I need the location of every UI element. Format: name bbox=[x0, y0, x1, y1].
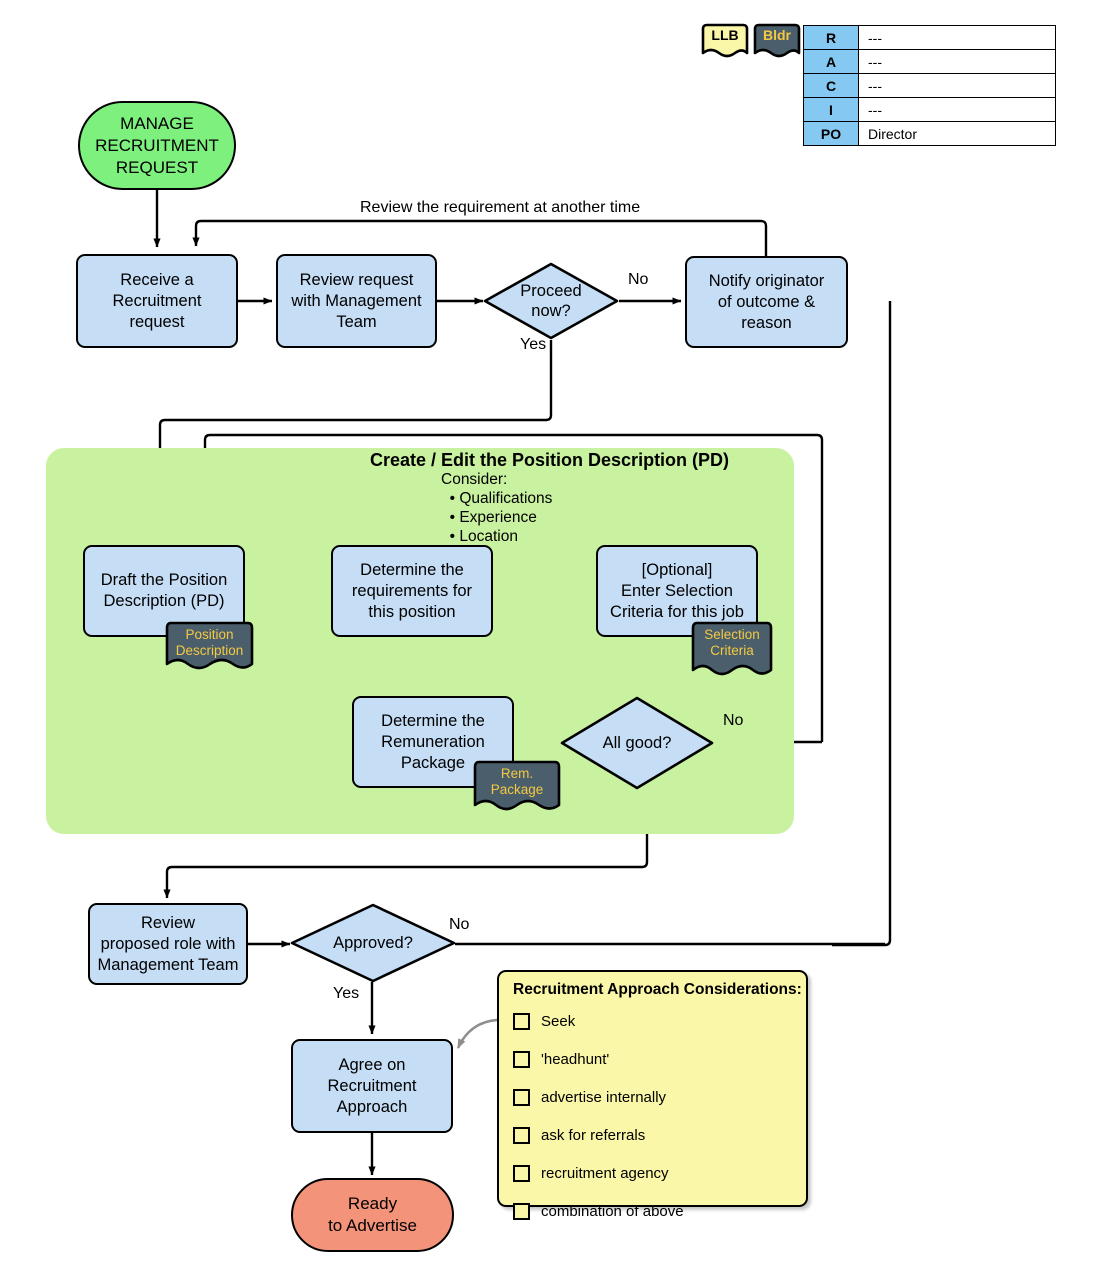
checkbox-combination-of-above[interactable] bbox=[513, 1203, 530, 1220]
node-allgood-label: All good? bbox=[602, 734, 672, 752]
node-determine-req-label: Determine the requirements for this posi… bbox=[351, 560, 473, 621]
node-remuneration-label: Determine the Remuneration Package bbox=[381, 711, 485, 772]
raci-key: A bbox=[803, 49, 859, 74]
node-enter-selection-criteria[interactable]: [Optional] Enter Selection Criteria for … bbox=[596, 545, 758, 637]
node-review-request-with-management-team[interactable]: Review request with Management Team bbox=[276, 254, 437, 348]
node-notify-originator[interactable]: Notify originator of outcome & reason bbox=[685, 256, 848, 348]
edge-label-proceed-no: No bbox=[628, 271, 649, 288]
consider-annotation: Consider: • Qualifications • Experience … bbox=[441, 471, 553, 545]
node-review-mgmt-label: Review request with Management Team bbox=[291, 270, 422, 331]
consideration-label: 'headhunt' bbox=[541, 1051, 610, 1068]
consideration-label: recruitment agency bbox=[541, 1165, 669, 1182]
node-draft-position-description[interactable]: Draft the Position Description (PD) bbox=[83, 545, 245, 637]
table-row: C --- bbox=[803, 73, 1056, 98]
consideration-item-recruitment-agency[interactable]: recruitment agency bbox=[513, 1165, 669, 1182]
node-start-manage-recruitment-request[interactable]: MANAGE RECRUITMENT REQUEST bbox=[78, 101, 236, 190]
legend-note-bldr-label: Bldr bbox=[763, 27, 791, 43]
edge-label-approved-no: No bbox=[449, 916, 470, 933]
checkbox-seek[interactable] bbox=[513, 1013, 530, 1030]
node-decision-approved[interactable]: Approved? bbox=[290, 903, 456, 983]
tag-rem-package: Rem. Package bbox=[472, 759, 562, 817]
recruitment-approach-considerations-box: Recruitment Approach Considerations: See… bbox=[497, 970, 808, 1220]
node-receive-recruitment-request[interactable]: Receive a Recruitment request bbox=[76, 254, 238, 348]
raci-key: PO bbox=[803, 121, 859, 146]
consideration-item-advertise-internally[interactable]: advertise internally bbox=[513, 1089, 666, 1106]
checkbox-headhunt[interactable] bbox=[513, 1051, 530, 1068]
node-approved-label: Approved? bbox=[333, 934, 413, 952]
raci-table: R --- A --- C --- I --- PO Director bbox=[803, 25, 1056, 146]
node-agree-recruitment-approach[interactable]: Agree on Recruitment Approach bbox=[291, 1039, 453, 1133]
table-row: PO Director bbox=[803, 121, 1056, 146]
table-row: A --- bbox=[803, 49, 1056, 74]
consideration-label: combination of above bbox=[541, 1203, 684, 1220]
consideration-label: ask for referrals bbox=[541, 1127, 646, 1144]
node-start-label: MANAGE RECRUITMENT REQUEST bbox=[95, 113, 219, 177]
checkbox-ask-for-referrals[interactable] bbox=[513, 1127, 530, 1144]
raci-value: --- bbox=[858, 25, 1056, 50]
node-agree-label: Agree on Recruitment Approach bbox=[327, 1055, 417, 1116]
node-ready-label: Ready to Advertise bbox=[328, 1194, 417, 1235]
raci-value: Director bbox=[858, 121, 1056, 146]
node-decision-all-good[interactable]: All good? bbox=[560, 696, 714, 790]
node-end-ready-to-advertise[interactable]: Ready to Advertise bbox=[291, 1178, 454, 1252]
node-draft-pd-label: Draft the Position Description (PD) bbox=[100, 571, 228, 610]
legend-note-bldr[interactable]: Bldr bbox=[753, 22, 801, 64]
raci-table-body: R --- A --- C --- I --- PO Director bbox=[803, 25, 1056, 146]
tag-selection-criteria: Selection Criteria bbox=[690, 620, 774, 682]
edge-label-approved-yes: Yes bbox=[333, 985, 360, 1002]
node-decision-proceed-now[interactable]: Proceed now? bbox=[483, 262, 619, 340]
consideration-item-headhunt[interactable]: 'headhunt' bbox=[513, 1051, 609, 1068]
edge-label-allgood-no: No bbox=[723, 712, 744, 729]
group-title: Create / Edit the Position Description (… bbox=[370, 450, 730, 470]
table-row: R --- bbox=[803, 25, 1056, 50]
legend-note-llb[interactable]: LLB bbox=[701, 22, 749, 64]
raci-key: C bbox=[803, 73, 859, 98]
edge-label-proceed-yes: Yes bbox=[520, 336, 547, 353]
node-review-role-label: Review proposed role with Management Tea… bbox=[97, 913, 239, 974]
consideration-label: Seek bbox=[541, 1013, 576, 1030]
checkbox-advertise-internally[interactable] bbox=[513, 1089, 530, 1106]
consideration-item-ask-for-referrals[interactable]: ask for referrals bbox=[513, 1127, 645, 1144]
node-notify-label: Notify originator of outcome & reason bbox=[708, 271, 825, 332]
raci-value: --- bbox=[858, 97, 1056, 122]
raci-value: --- bbox=[858, 73, 1056, 98]
node-determine-requirements[interactable]: Determine the requirements for this posi… bbox=[331, 545, 493, 637]
node-receive-label: Receive a Recruitment request bbox=[112, 270, 202, 331]
tag-rem-package-label: Rem. Package bbox=[490, 766, 544, 797]
tag-selection-criteria-label: Selection Criteria bbox=[704, 627, 760, 658]
raci-value: --- bbox=[858, 49, 1056, 74]
tag-position-description-label: Position Description bbox=[175, 627, 244, 658]
checkbox-recruitment-agency[interactable] bbox=[513, 1165, 530, 1182]
consideration-item-seek[interactable]: Seek bbox=[513, 1013, 575, 1030]
consideration-label: advertise internally bbox=[541, 1089, 667, 1106]
node-proceed-label: Proceed now? bbox=[520, 282, 582, 320]
node-selection-label: [Optional] Enter Selection Criteria for … bbox=[610, 560, 744, 621]
tag-position-description: Position Description bbox=[164, 620, 255, 675]
raci-key: I bbox=[803, 97, 859, 122]
raci-key: R bbox=[803, 25, 859, 50]
consideration-item-combination-of-above[interactable]: combination of above bbox=[513, 1203, 684, 1220]
legend-note-llb-label: LLB bbox=[711, 27, 739, 43]
table-row: I --- bbox=[803, 97, 1056, 122]
node-review-proposed-role[interactable]: Review proposed role with Management Tea… bbox=[88, 903, 248, 985]
considerations-title: Recruitment Approach Considerations: bbox=[513, 981, 802, 998]
edge-label-review-another-time: Review the requirement at another time bbox=[360, 199, 641, 216]
